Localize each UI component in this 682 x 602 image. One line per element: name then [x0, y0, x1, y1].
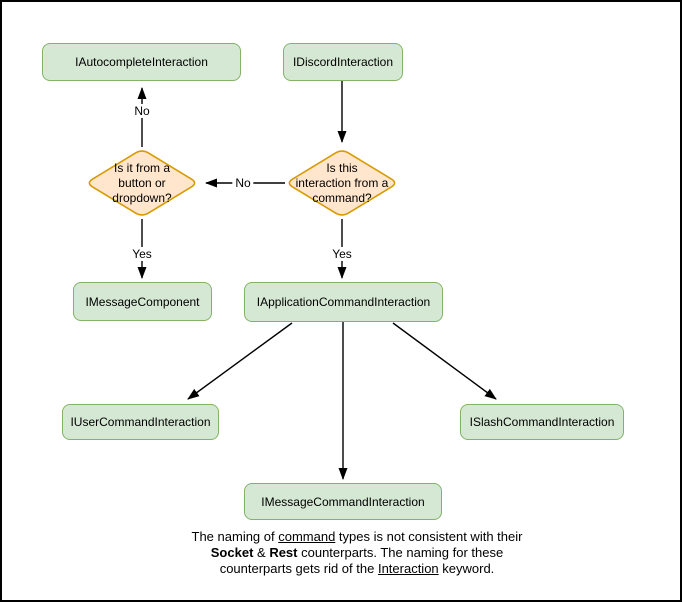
edge-label-no-mid: No	[232, 176, 254, 190]
note-text: &	[253, 545, 270, 560]
node-discord-interaction: IDiscordInteraction	[283, 43, 403, 81]
decision-label: Is this interaction from a command?	[295, 160, 389, 205]
diamond-shape	[288, 150, 396, 216]
node-user-command-interaction: IUserCommandInteraction	[62, 404, 219, 440]
decision-interaction-from-command: Is this interaction from a command?	[284, 147, 400, 219]
note-underlined-interaction: Interaction	[377, 561, 439, 576]
note-text: The naming of	[191, 529, 279, 544]
note-bold-rest: Rest	[269, 545, 298, 560]
edge-label-yes-right: Yes	[329, 247, 355, 261]
note-text: counterparts. The naming for these	[297, 545, 504, 560]
note-text: counterparts gets rid of the	[219, 561, 378, 576]
node-slash-command-interaction: ISlashCommandInteraction	[460, 404, 624, 440]
node-message-component: IMessageComponent	[73, 282, 212, 321]
naming-note: The naming of command types is not consi…	[157, 529, 557, 577]
note-line-3: counterparts gets rid of the Interaction…	[157, 561, 557, 577]
decision-button-or-dropdown: Is it from a button or dropdown?	[84, 147, 200, 219]
diamond-shape	[88, 150, 196, 216]
note-bold-socket: Socket	[210, 545, 254, 560]
note-text: keyword.	[438, 561, 495, 576]
connector-appcommand-to-usercommand	[187, 322, 293, 400]
edge-label-no-top: No	[131, 104, 153, 118]
node-autocomplete-interaction: IAutocompleteInteraction	[42, 43, 241, 81]
note-line-2: Socket & Rest counterparts. The naming f…	[157, 545, 557, 561]
note-text: types is not consistent with their	[335, 529, 523, 544]
connector-appcommand-to-slashcommand	[392, 322, 497, 400]
node-application-command-interaction: IApplicationCommandInteraction	[244, 282, 443, 322]
decision-label: Is it from a button or dropdown?	[112, 160, 172, 205]
note-underlined-command: command	[278, 529, 336, 544]
node-message-command-interaction: IMessageCommandInteraction	[244, 483, 442, 520]
note-line-1: The naming of command types is not consi…	[157, 529, 557, 545]
edge-label-yes-left: Yes	[129, 247, 155, 261]
